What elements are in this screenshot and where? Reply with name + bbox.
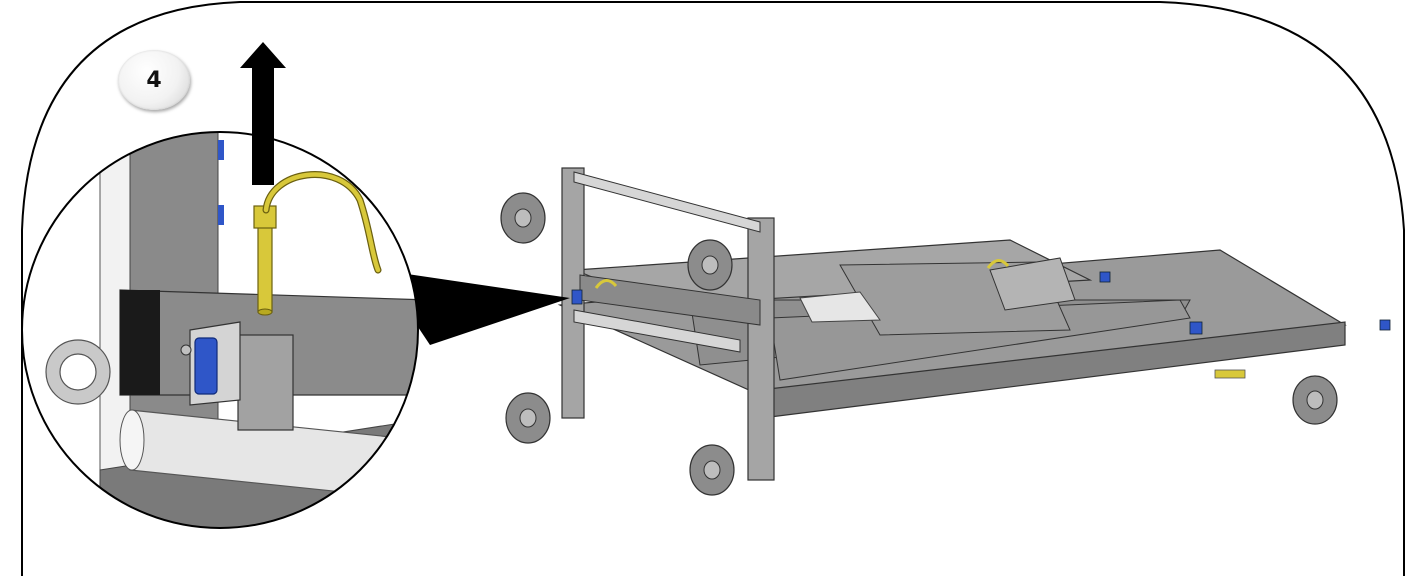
caster-wheel bbox=[505, 392, 551, 444]
caster-wheel bbox=[689, 444, 735, 496]
step-number: 4 bbox=[146, 67, 162, 93]
bed-frame bbox=[557, 167, 1391, 481]
diagram-frame bbox=[21, 1, 1405, 576]
magnified-detail bbox=[22, 132, 418, 528]
callout-pointer bbox=[380, 270, 570, 345]
step-badge: 4 bbox=[118, 50, 190, 110]
magnifier-circle bbox=[21, 131, 419, 529]
arrow-up-icon bbox=[240, 42, 286, 185]
caster-wheel bbox=[687, 239, 733, 291]
caster-wheel bbox=[500, 192, 546, 244]
caster-wheels bbox=[500, 192, 1338, 496]
caster-wheel bbox=[1292, 375, 1338, 425]
locking-pin-icon bbox=[253, 171, 382, 316]
